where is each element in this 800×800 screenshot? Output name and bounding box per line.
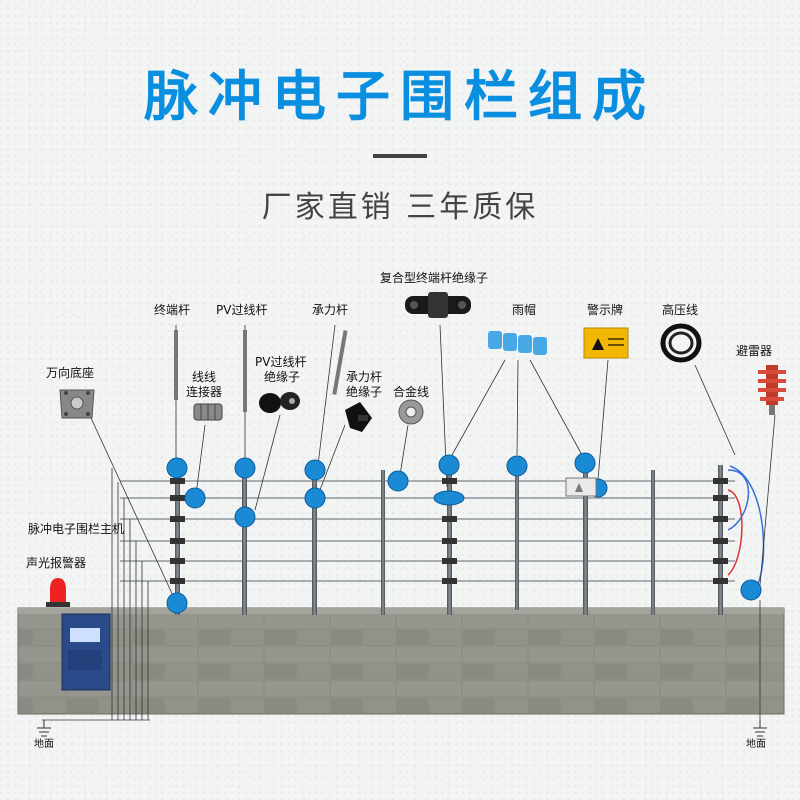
label-hv-cable: 高压线: [662, 303, 698, 318]
label-bearing-insulator-line1: 承力杆: [346, 370, 382, 385]
pv-insulator-icon: [259, 392, 300, 413]
brick-wall: [18, 608, 784, 714]
bearing-insulator-icon: [345, 402, 372, 432]
terminal-pole-icon: [174, 330, 178, 400]
hv-cable-icon: [663, 326, 699, 360]
connector-icon: [194, 404, 222, 420]
marker-rain-cap-2: [575, 453, 595, 473]
label-bearing-insulator-line2: 绝缘子: [346, 385, 382, 400]
label-lightning-arrester: 避雷器: [736, 344, 772, 359]
label-rain-cap: 雨帽: [512, 303, 536, 318]
label-connector-line1: 线线: [192, 370, 216, 385]
alarm-light-icon: [46, 578, 70, 607]
label-pv-insulator-line1: PV过线杆: [255, 355, 306, 370]
marker-composite-lower: [434, 491, 464, 505]
base-icon: [60, 390, 94, 418]
label-warning-sign: 警示牌: [587, 303, 623, 318]
label-host: 脉冲电子围栏主机: [28, 522, 124, 537]
label-wanxiang-base: 万向底座: [46, 366, 94, 381]
label-connector-line2: 连接器: [186, 385, 222, 400]
label-bearing-pole: 承力杆: [312, 303, 348, 318]
host-box-icon: [62, 614, 110, 690]
marker-composite: [439, 455, 459, 475]
ground-icon: [37, 720, 767, 736]
fence-warning-plate: [566, 478, 596, 496]
label-composite-insulator: 复合型终端杆绝缘子: [380, 271, 488, 286]
pv-pole-icon: [243, 330, 247, 412]
label-alloy-wire: 合金线: [393, 385, 429, 400]
alloy-wire-icon: [399, 400, 423, 424]
label-terminal-pole: 终端杆: [154, 303, 190, 318]
fence-poles: [170, 465, 728, 615]
composite-insulator-icon: [405, 292, 471, 318]
marker-alloy-wire: [388, 471, 408, 491]
marker-pv-pole: [235, 458, 255, 478]
label-ground-right: 地面: [746, 737, 766, 752]
marker-base: [167, 593, 187, 613]
label-alarm: 声光报警器: [26, 556, 86, 571]
marker-terminal-pole: [167, 458, 187, 478]
marker-bearing-pole: [305, 460, 325, 480]
rain-cap-icon: [488, 331, 547, 355]
label-ground-left: 地面: [34, 737, 54, 752]
hv-wire-loops: [728, 466, 764, 592]
warning-sign-icon: [584, 328, 628, 358]
label-pv-pole: PV过线杆: [216, 303, 267, 318]
marker-pv-insulator: [235, 507, 255, 527]
fence-wires: [120, 481, 735, 581]
marker-connector: [185, 488, 205, 508]
marker-arrester: [741, 580, 761, 600]
marker-bearing-insulator: [305, 488, 325, 508]
lightning-arrester-icon: [758, 365, 786, 415]
label-pv-insulator-line2: 绝缘子: [264, 370, 300, 385]
component-markers: [167, 453, 761, 613]
marker-rain-cap-1: [507, 456, 527, 476]
